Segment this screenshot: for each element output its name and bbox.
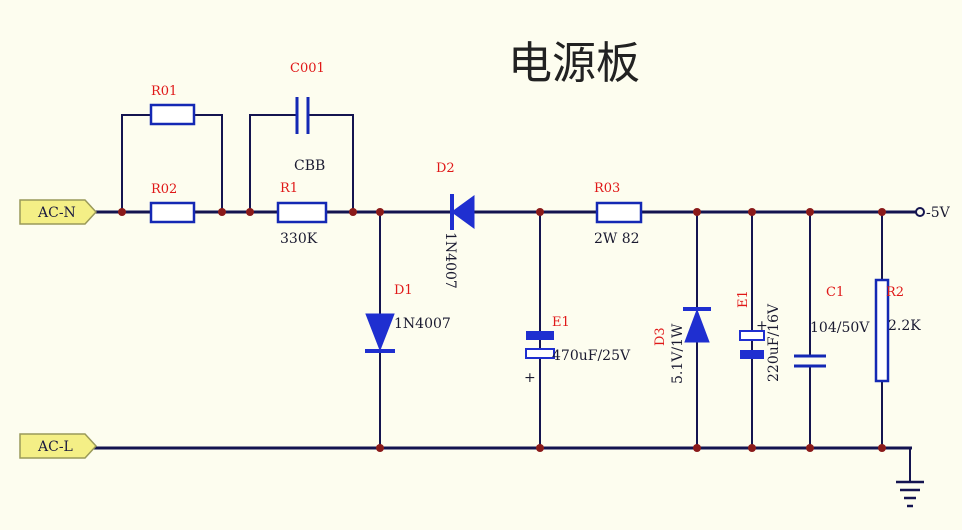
junction-dot bbox=[376, 444, 384, 452]
capacitor-e1-220uf: + E1 220uF/16V bbox=[736, 212, 782, 448]
r2-ref: R2 bbox=[886, 285, 904, 300]
junction-dot bbox=[246, 208, 254, 216]
junction-dot bbox=[806, 208, 814, 216]
port-ac-n: AC-N bbox=[19, 199, 98, 225]
junction-dot bbox=[806, 444, 814, 452]
d2-ref: D2 bbox=[436, 161, 455, 176]
port-ac-n-label: AC-N bbox=[37, 205, 76, 221]
resistor-r2: R2 2.2K bbox=[874, 212, 921, 448]
r2-value: 2.2K bbox=[888, 318, 921, 334]
resistor-r01: R01 bbox=[121, 84, 223, 212]
diagram-title: 电源板 bbox=[508, 38, 640, 89]
junction-dot bbox=[878, 444, 886, 452]
capacitor-c1: C1 104/50V bbox=[794, 212, 870, 448]
junction-dot bbox=[218, 208, 226, 216]
junction-dot bbox=[693, 444, 701, 452]
d3-ref: D3 bbox=[653, 327, 668, 346]
junction-dots bbox=[118, 208, 886, 452]
e1-470-polarity: + bbox=[524, 370, 536, 386]
junction-dot bbox=[376, 208, 384, 216]
capacitor-c001: C001 CBB bbox=[249, 61, 354, 212]
junction-dot bbox=[693, 208, 701, 216]
r03-value: 2W 82 bbox=[594, 231, 640, 247]
e1-220-value: 220uF/16V bbox=[766, 303, 782, 382]
diode-d1: D1 1N4007 bbox=[365, 212, 451, 448]
d1-ref: D1 bbox=[394, 283, 413, 298]
resistor-r1: R1 330K bbox=[276, 181, 328, 247]
c1-ref: C1 bbox=[826, 285, 844, 300]
r03-ref: R03 bbox=[594, 181, 620, 196]
c001-value: CBB bbox=[294, 158, 325, 174]
junction-dot bbox=[349, 208, 357, 216]
r1-value: 330K bbox=[280, 231, 318, 247]
junction-dot bbox=[118, 208, 126, 216]
junction-dot bbox=[748, 444, 756, 452]
capacitor-e1-470uf: E1 470uF/25V + bbox=[524, 212, 631, 448]
port-ac-l: AC-L bbox=[19, 433, 98, 459]
output-terminal: -5V bbox=[915, 205, 951, 221]
r01-ref: R01 bbox=[151, 84, 177, 99]
junction-dot bbox=[878, 208, 886, 216]
e1-470-ref: E1 bbox=[552, 315, 570, 330]
e1-220-polarity: + bbox=[756, 318, 768, 334]
resistor-r03: R03 2W 82 bbox=[594, 181, 643, 247]
d1-value: 1N4007 bbox=[394, 316, 451, 332]
ground-icon bbox=[896, 448, 924, 508]
c001-ref: C001 bbox=[290, 61, 325, 76]
e1-470-value: 470uF/25V bbox=[552, 348, 631, 364]
junction-dot bbox=[536, 444, 544, 452]
resistor-r02: R02 bbox=[149, 182, 196, 224]
c1-value: 104/50V bbox=[810, 320, 870, 336]
d2-value: 1N4007 bbox=[442, 232, 458, 289]
r02-ref: R02 bbox=[151, 182, 177, 197]
port-ac-l-label: AC-L bbox=[37, 439, 73, 455]
e1-220-ref: E1 bbox=[736, 290, 751, 308]
junction-dot bbox=[536, 208, 544, 216]
r1-ref: R1 bbox=[280, 181, 298, 196]
junction-dot bbox=[748, 208, 756, 216]
zener-d3: D3 5.1V/1W bbox=[653, 212, 711, 448]
diode-d2: D2 1N4007 bbox=[436, 161, 475, 289]
output-label: -5V bbox=[926, 205, 951, 221]
d3-value: 5.1V/1W bbox=[670, 323, 686, 384]
